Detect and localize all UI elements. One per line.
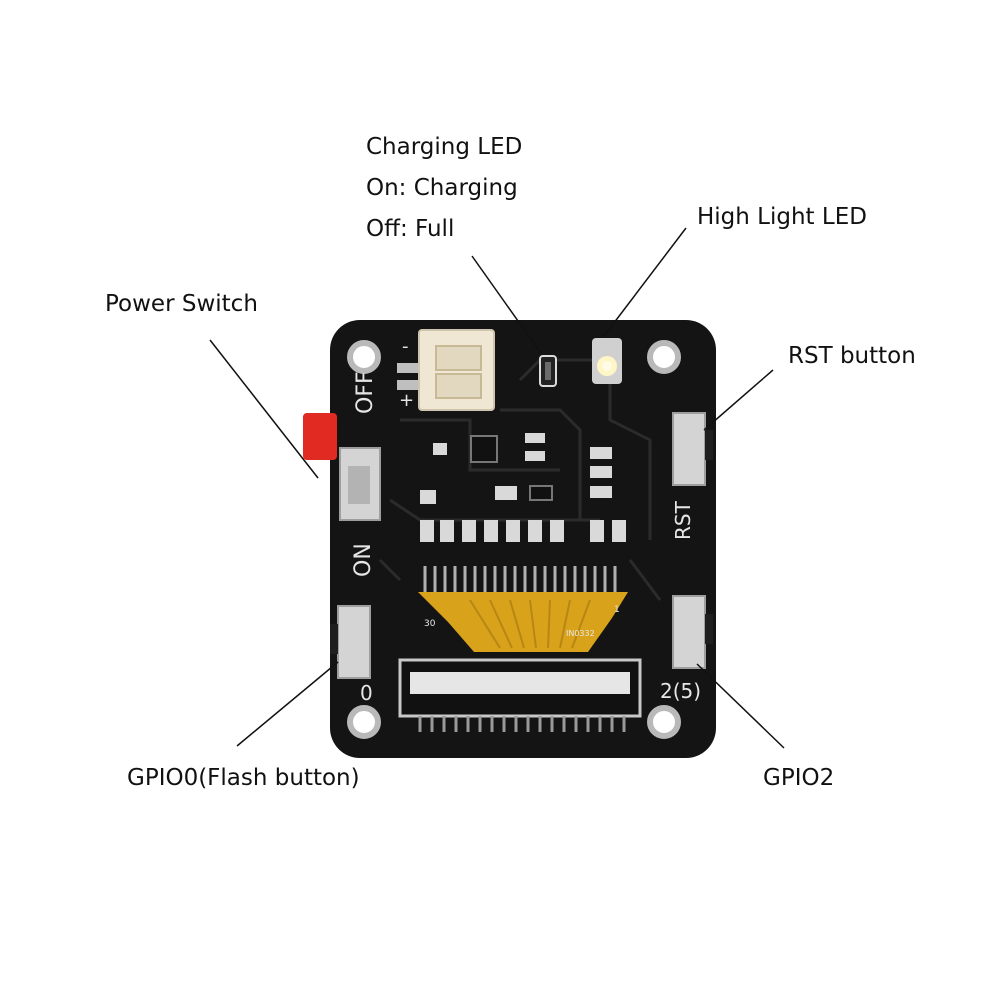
leader-line-rst-button	[703, 369, 774, 431]
charging-led-on-label: On: Charging	[366, 175, 518, 201]
high-light-led-label: High Light LED	[697, 204, 867, 230]
gpio2-label: GPIO2	[763, 765, 835, 791]
board-body	[330, 320, 716, 758]
gpio2-button-part	[672, 595, 713, 669]
rst-button-label: RST button	[788, 343, 916, 369]
silk-off-label: OFF	[353, 371, 378, 414]
gpio0-button-part	[330, 605, 371, 679]
power-switch	[303, 413, 381, 521]
fpc-pins	[418, 716, 626, 732]
charging-led-off-label: Off: Full	[366, 216, 455, 242]
pcb-board: OFF ON RST 0 2(5) - + 30 1 IN0332	[303, 320, 716, 758]
leader-line-high-light-led	[603, 227, 687, 337]
charging-led-title-label: Charging LED	[366, 134, 523, 160]
flex-traces	[469, 599, 591, 649]
leader-line-gpio2	[696, 663, 785, 749]
mounting-hole-bottom-right	[647, 705, 681, 739]
mounting-hole-top-right	[647, 340, 681, 374]
rst-button-part	[672, 412, 713, 486]
smd-components	[420, 433, 626, 542]
silk-flex-part: IN0332	[566, 629, 595, 638]
silk-rst-label: RST	[671, 500, 695, 540]
silk-gpio2-label: 2(5)	[660, 679, 701, 703]
silk-gpio0-label: 0	[360, 681, 373, 705]
leader-line-power-switch	[209, 339, 319, 479]
high-light-led	[592, 338, 622, 384]
flex-pins	[423, 566, 617, 592]
silk-flex-pin-1: 1	[614, 605, 620, 615]
fpc-connector	[398, 658, 642, 732]
leader-lines	[209, 227, 785, 749]
silk-flex-pin-30: 30	[424, 619, 436, 629]
battery-connector	[397, 329, 495, 411]
leader-line-gpio0-button	[236, 661, 339, 747]
silk-battery-plus: +	[399, 390, 414, 411]
gpio0-button-label: GPIO0(Flash button)	[127, 765, 360, 791]
mounting-hole-top-left	[347, 340, 381, 374]
power-switch-label: Power Switch	[105, 291, 258, 317]
mounting-hole-bottom-left	[347, 705, 381, 739]
silk-on-label: ON	[351, 543, 376, 577]
charging-led	[539, 355, 557, 387]
silk-battery-minus: -	[402, 336, 409, 357]
display-flex-cable	[418, 566, 628, 652]
leader-line-charging-led	[471, 255, 541, 353]
silkscreen: OFF ON RST 0 2(5) - + 30 1 IN0332	[351, 336, 701, 705]
